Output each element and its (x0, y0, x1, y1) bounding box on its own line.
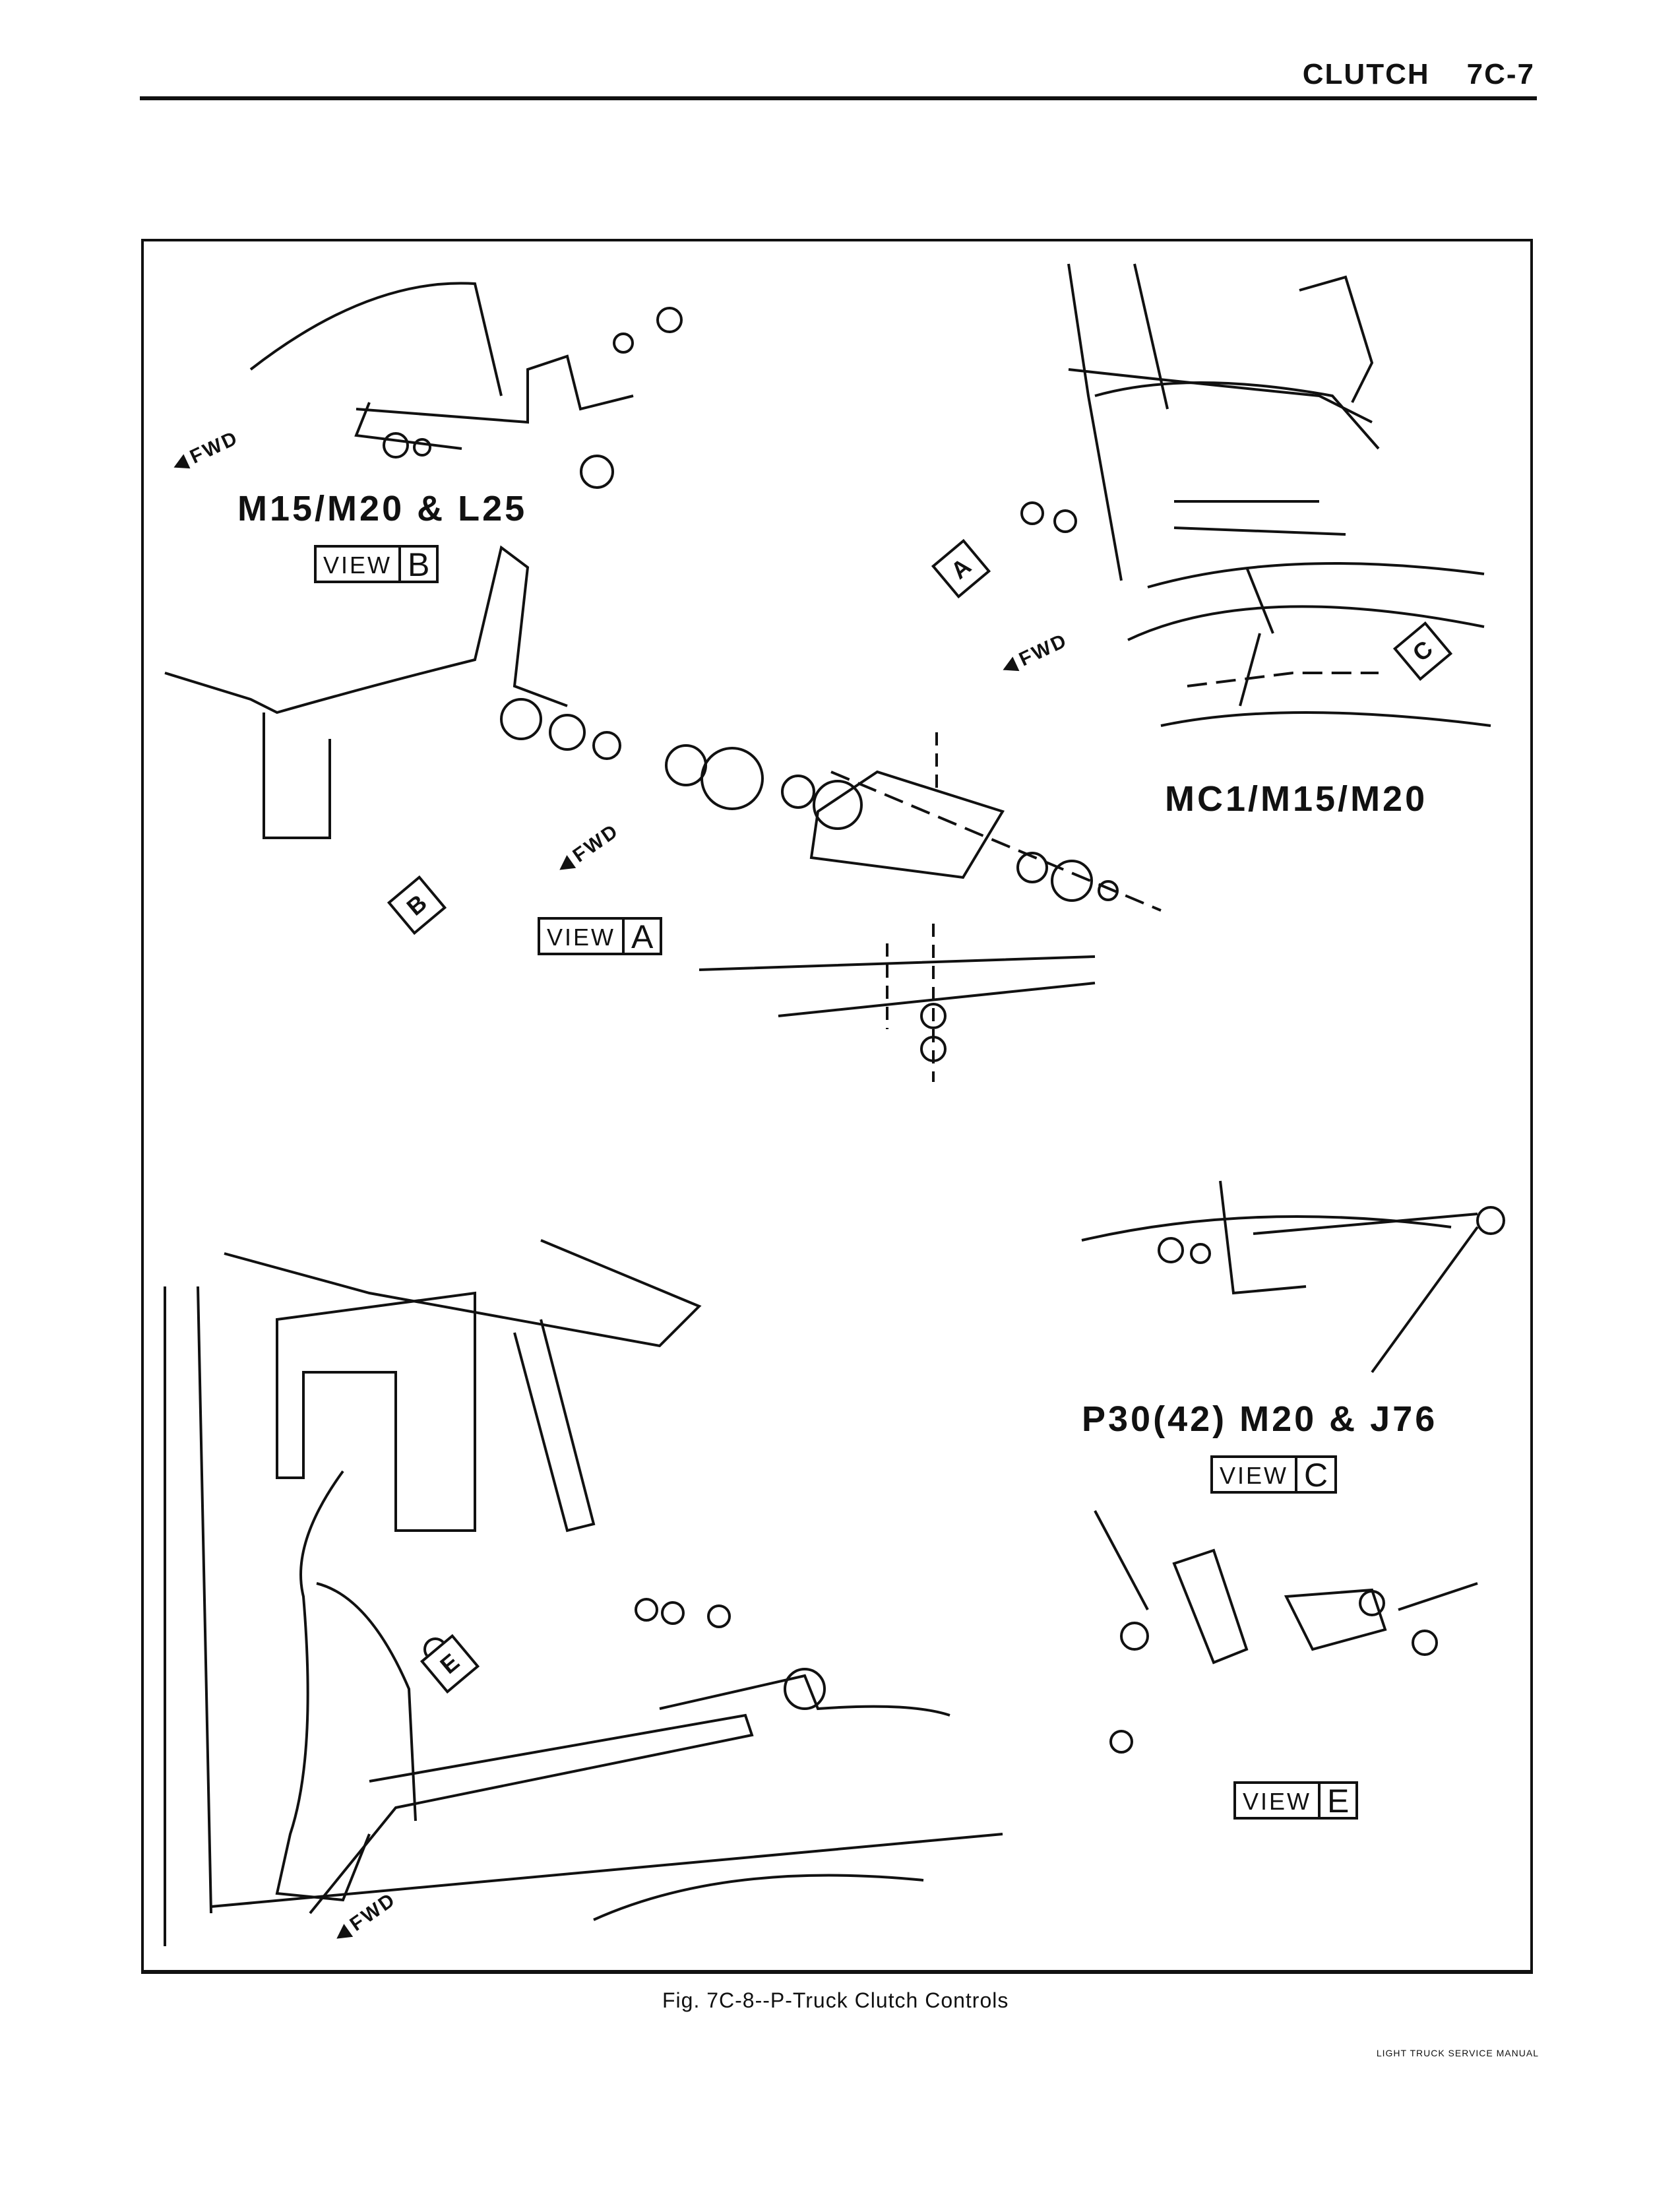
header-rule (140, 96, 1537, 100)
view-b-model-label: M15/M20 & L25 (237, 489, 528, 528)
page-footer: LIGHT TRUCK SERVICE MANUAL (1376, 2048, 1539, 2058)
figure-caption: Fig. 7C-8--P-Truck Clutch Controls (662, 1988, 1009, 2012)
view-word: VIEW (1243, 1788, 1312, 1815)
view-letter: C (1295, 1458, 1334, 1492)
view-word: VIEW (1220, 1462, 1289, 1489)
running-header: CLUTCH 7C-7 (1303, 58, 1535, 91)
view-letter: A (622, 920, 660, 954)
view-letter: B (398, 548, 436, 582)
view-letter: E (1318, 1784, 1355, 1818)
view-c-model-label: P30(42) M20 & J76 (1082, 1399, 1438, 1439)
page-number: 7C-7 (1466, 58, 1535, 90)
section-title: CLUTCH (1302, 58, 1430, 90)
view-a-model-label: MC1/M15/M20 (1165, 779, 1428, 819)
view-word: VIEW (547, 924, 616, 951)
figure-frame (141, 239, 1533, 1974)
view-word: VIEW (323, 552, 392, 579)
